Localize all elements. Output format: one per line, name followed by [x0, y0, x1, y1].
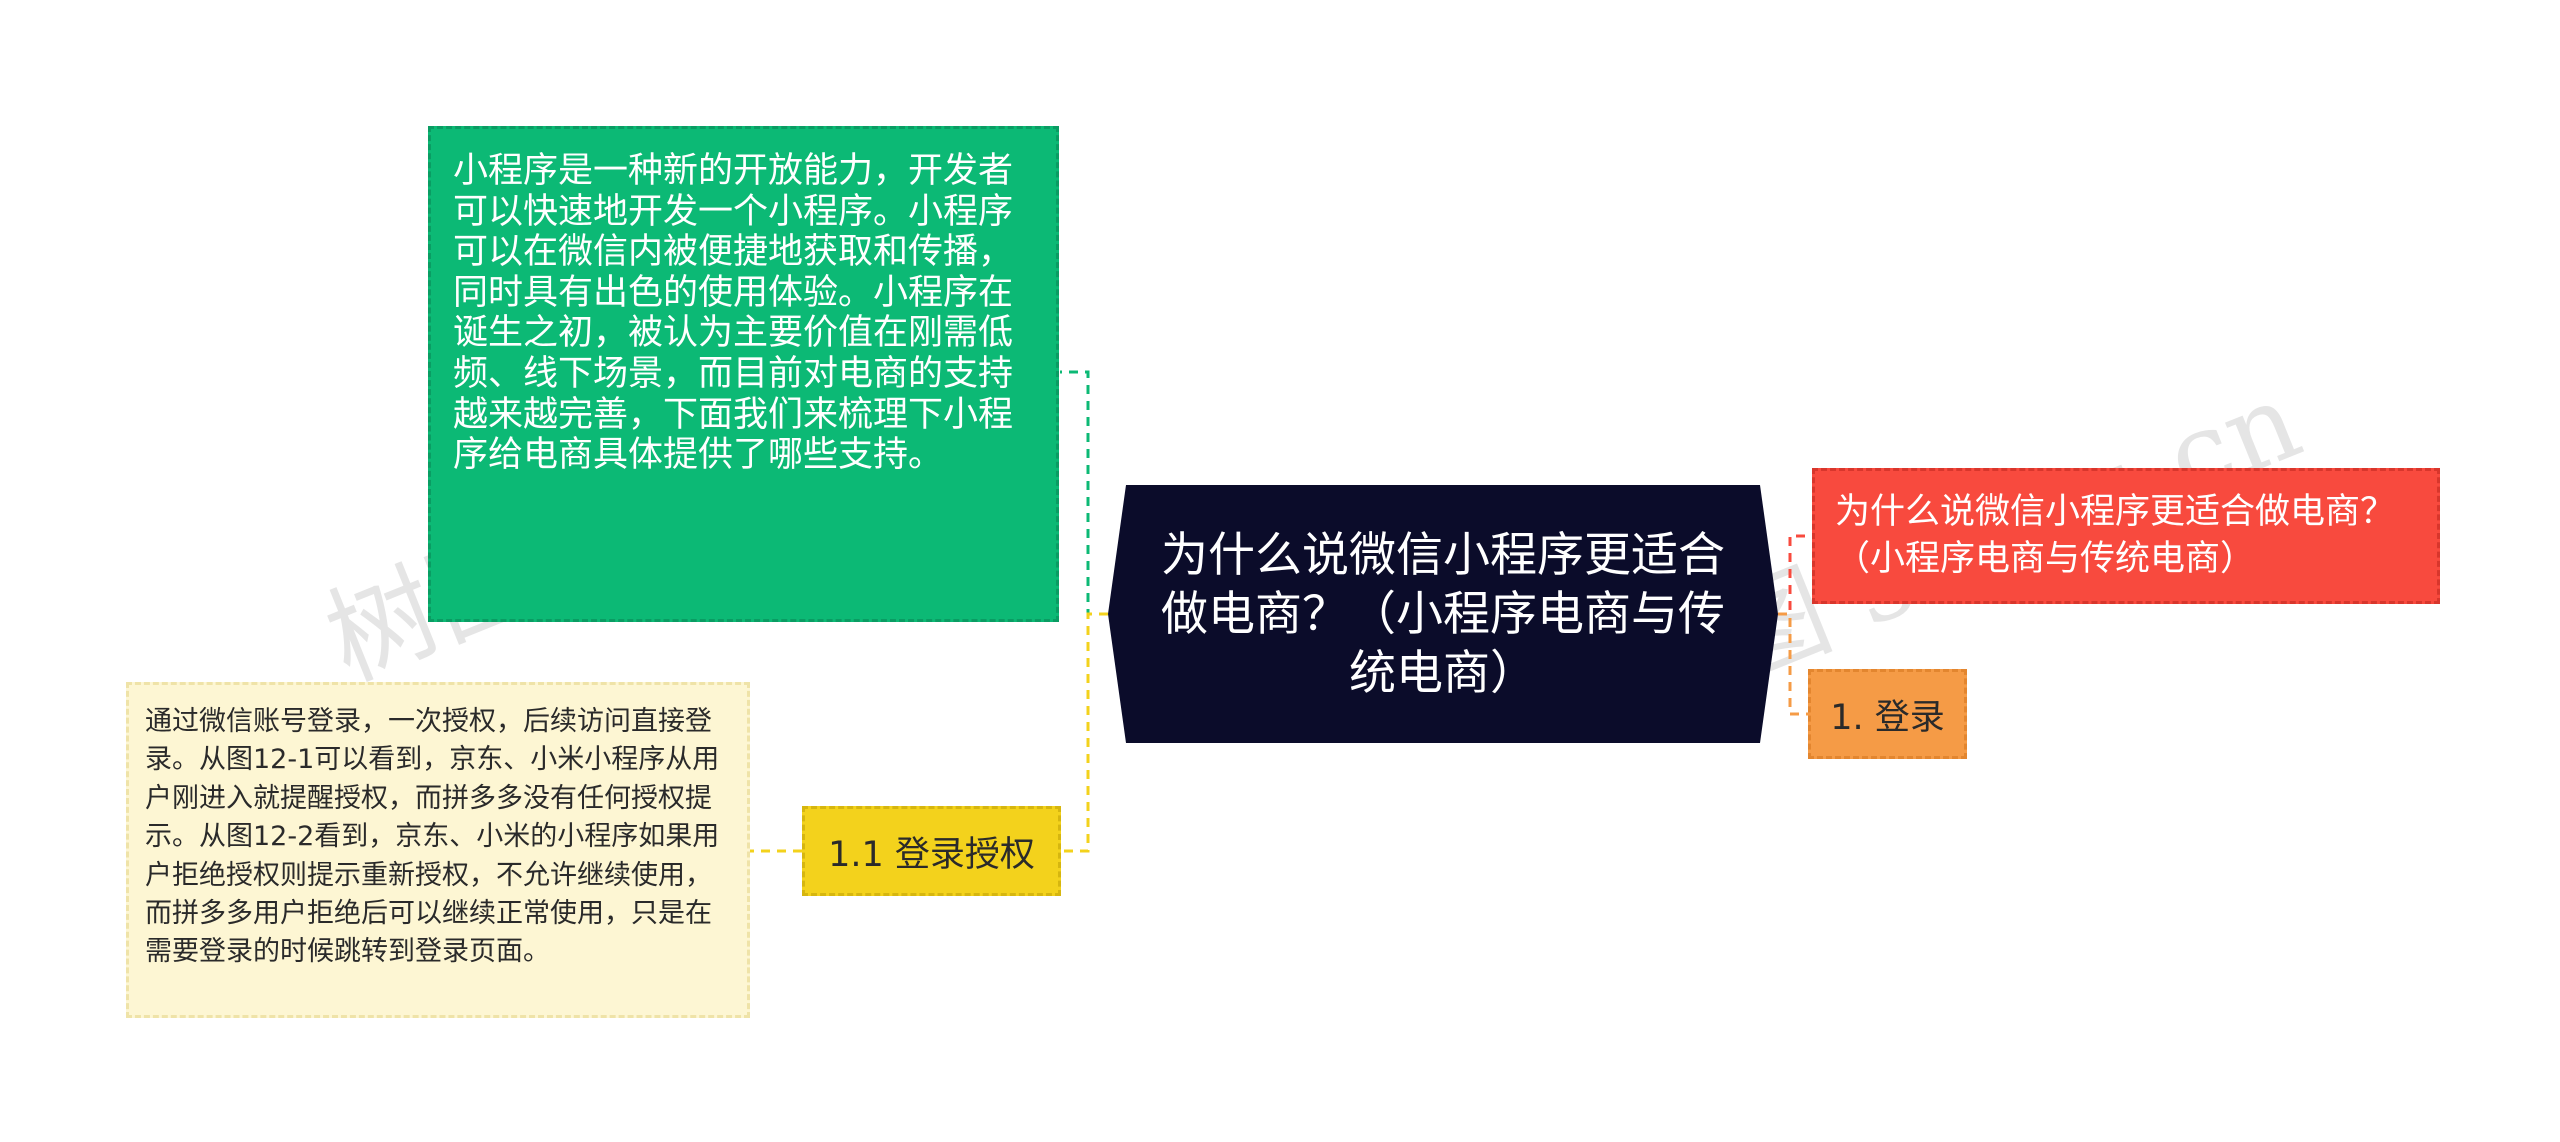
connector-center-to-yellow: [1062, 612, 1108, 853]
topic-title-repeat-text: 为什么说微信小程序更适合做电商？（小程序电商与传统电商）: [1835, 492, 2396, 579]
topic-login-auth[interactable]: 1.1 登录授权: [802, 806, 1061, 896]
central-topic[interactable]: 为什么说微信小程序更适合做电商？（小程序电商与传统电商）: [1108, 485, 1778, 743]
connector-center-to-green: [1060, 370, 1108, 616]
topic-title-repeat[interactable]: 为什么说微信小程序更适合做电商？（小程序电商与传统电商）: [1812, 468, 2440, 604]
central-topic-shape: [1108, 485, 1778, 743]
connector-center-to-orange: [1778, 612, 1808, 716]
topic-intro-text: 小程序是一种新的开放能力，开发者可以快速地开发一个小程序。小程序可以在微信内被便…: [453, 151, 1014, 476]
topic-login[interactable]: 1. 登录: [1808, 669, 1967, 759]
topic-login-auth-detail-text: 通过微信账号登录，一次授权，后续访问直接登录。从图12-1可以看到，京东、小米小…: [145, 706, 720, 968]
topic-login-auth-text: 1.1 登录授权: [828, 834, 1035, 875]
central-topic-text: 为什么说微信小程序更适合做电商？（小程序电商与传统电商）: [1161, 527, 1725, 701]
topic-login-auth-detail[interactable]: 通过微信账号登录，一次授权，后续访问直接登录。从图12-1可以看到，京东、小米小…: [126, 682, 750, 1018]
connector-center-to-red: [1778, 534, 1812, 616]
topic-login-text: 1. 登录: [1830, 697, 1945, 738]
topic-intro[interactable]: 小程序是一种新的开放能力，开发者可以快速地开发一个小程序。小程序可以在微信内被便…: [428, 126, 1059, 622]
